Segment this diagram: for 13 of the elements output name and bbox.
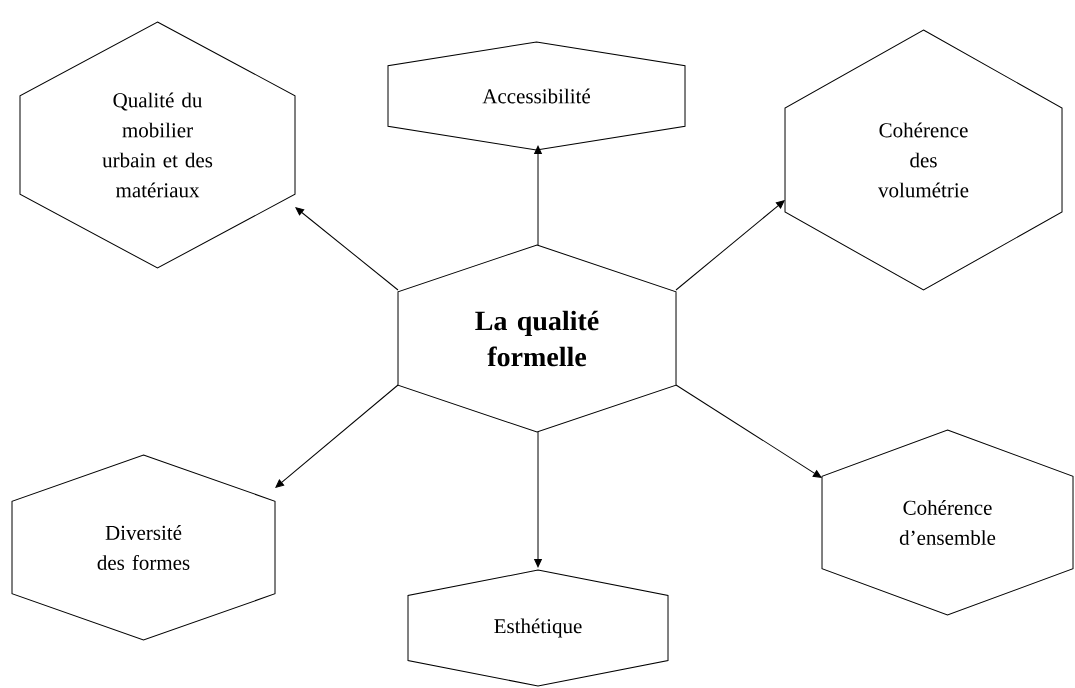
arrow <box>675 200 785 291</box>
hexagon-box: La qualité formelle <box>397 244 677 433</box>
arrow <box>675 384 822 478</box>
hexagon-box: Qualité du mobilier urbain et des matériaux <box>19 21 296 269</box>
hexagon-box: Accessibilité <box>387 41 686 151</box>
arrow <box>534 431 542 568</box>
hexagon-box: Diversité des formes <box>11 454 276 641</box>
hexagon-box: Cohérence d’ensemble <box>821 429 1074 616</box>
arrow <box>275 384 399 488</box>
arrow <box>534 145 542 246</box>
hexagon-box: Cohérence des volumétrie <box>784 29 1063 291</box>
arrow <box>295 207 399 291</box>
hexagon-box: Esthétique <box>407 569 669 687</box>
